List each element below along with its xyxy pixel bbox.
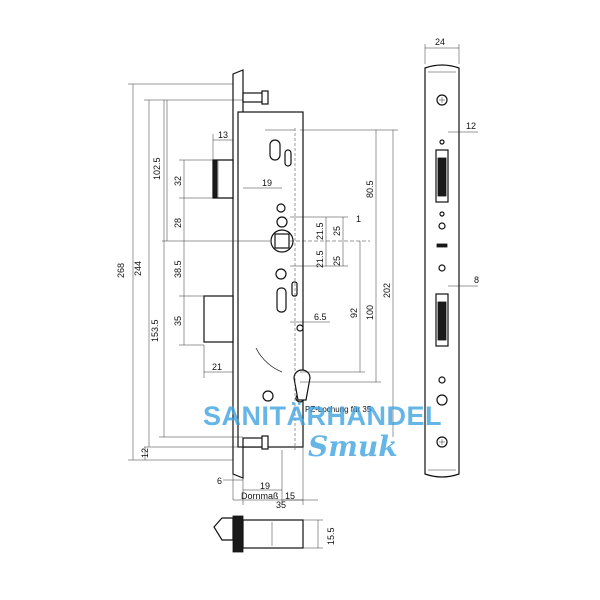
bottom-view-faceplate [232,515,244,553]
bottom-screw-head [261,435,269,450]
watermark-line2: Smuk [308,430,398,463]
dim-38-5: 38.5 [173,260,183,278]
screw-hole-1 [276,203,286,213]
dim-32: 32 [173,176,183,186]
dim-6: 6 [217,476,222,486]
dim-100: 100 [365,305,375,320]
backset-label: Dornmaß [241,491,279,501]
dim-80-5: 80.5 [365,180,375,198]
dim-202: 202 [382,283,392,298]
fp-marker [436,243,448,248]
dim-21-5-a: 21.5 [315,222,325,240]
watermark-line1: SANITÄRHANDEL [203,401,442,431]
dim-15: 15 [285,491,295,501]
screw-hole-2 [276,216,288,228]
dim-width-top: 24 [435,37,445,47]
fp-latch-inner [437,157,447,197]
fp-hole-5 [438,376,446,384]
lever-arm [255,347,283,373]
top-screw-head [261,90,269,105]
dim-268: 268 [116,263,126,278]
latch-bolt-shoulder [212,159,218,199]
dim-6-5: 6.5 [314,312,327,322]
fp-hole-2 [439,211,445,217]
dim-backset-35: 35 [276,500,286,510]
bottom-view [213,515,323,553]
dim-25-a: 25 [332,226,342,236]
dim-15-5: 15.5 [326,527,336,545]
dim-35: 35 [173,316,183,326]
screw-hole-3 [275,268,287,280]
dim-19-upper: 19 [262,178,272,188]
bottom-view-bolt [213,517,234,541]
faceplate-side-view [424,44,478,478]
dim-25-b: 25 [332,256,342,266]
dim-21: 21 [212,362,222,372]
dim-153-5: 153.5 [150,319,160,342]
bottom-view-case [242,519,304,549]
small-slot [291,281,298,297]
dim-19-lower: 19 [260,481,270,491]
dim-12-bottom: 12 [140,448,150,458]
dim-1: 1 [356,214,361,224]
dimension-labels: 24 12 8 268 244 153.5 102.5 32 28 38.5 3… [116,37,479,545]
fp-hole-6 [436,394,448,406]
dim-faceplate-8: 8 [474,275,479,285]
dim-92: 92 [349,308,359,318]
upper-slot [269,139,281,161]
screw-hole-4 [296,324,304,332]
fp-hole-3 [438,222,446,230]
fp-hole-4 [438,264,446,272]
mid-slot [276,287,287,313]
lock-front-view [203,69,311,479]
dead-bolt [203,295,234,343]
front-dimensions [128,83,398,505]
follower-square [274,233,290,249]
dim-102-5: 102.5 [152,157,162,180]
dim-13: 13 [218,130,228,140]
cylinder-note: PZ-Lochung für 35 [305,405,372,414]
dim-28: 28 [173,218,183,228]
dim-244: 244 [133,261,143,276]
screw-hole-5 [262,390,274,402]
dim-faceplate-12: 12 [466,121,476,131]
watermark-logo: SANITÄRHANDEL Smuk [203,401,442,463]
fp-bolt-inner [437,301,447,341]
fp-hole-1 [439,139,445,145]
upper-slot-2 [284,149,292,167]
dim-21-5-b: 21.5 [315,250,325,268]
